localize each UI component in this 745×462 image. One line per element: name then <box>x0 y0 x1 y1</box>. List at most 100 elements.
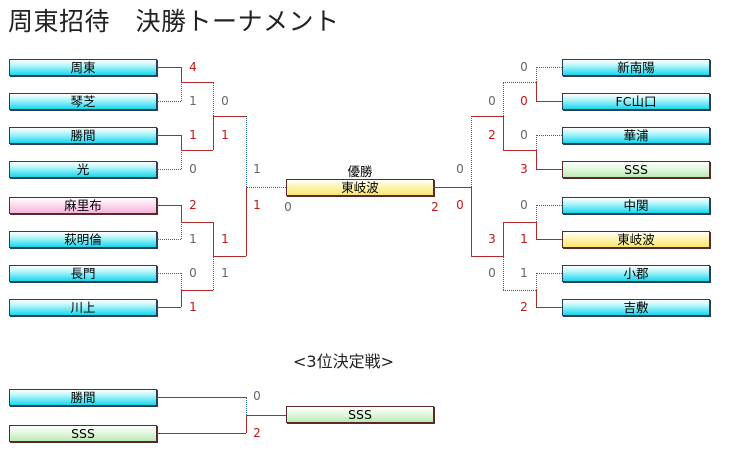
bracket-line <box>246 116 247 187</box>
bracket-line <box>213 116 246 117</box>
bracket-line <box>181 205 182 222</box>
third-team-1[interactable]: 勝間 <box>9 389 157 406</box>
third-place-heading: <3位決定戦> <box>293 352 394 371</box>
bracket-line <box>157 135 181 136</box>
bracket-line <box>213 82 214 116</box>
score: 0 <box>456 198 464 212</box>
team-left-7[interactable]: 長門 <box>9 265 157 282</box>
final-label: 優勝 <box>347 164 373 179</box>
bracket-line <box>471 187 472 256</box>
score: 0 <box>520 198 528 212</box>
bracket-line <box>503 82 504 116</box>
bracket-line <box>157 307 181 308</box>
team-left-8[interactable]: 川上 <box>9 299 157 316</box>
score: 1 <box>520 232 528 246</box>
bracket-line <box>246 397 247 415</box>
score: 0 <box>221 94 229 108</box>
team-left-2[interactable]: 琴芝 <box>9 93 157 110</box>
bracket-line <box>157 67 181 68</box>
bracket-line <box>536 150 537 169</box>
champion-box[interactable]: 東岐波 <box>286 179 434 196</box>
score: 1 <box>221 232 229 246</box>
score: 1 <box>189 128 197 142</box>
score: 1 <box>189 232 197 246</box>
score: 0 <box>520 60 528 74</box>
bracket-line <box>471 116 503 117</box>
bracket-line <box>181 67 182 82</box>
score: 0 <box>456 162 464 176</box>
score: 0 <box>253 389 261 403</box>
bracket-line <box>157 205 181 206</box>
score: 3 <box>488 232 496 246</box>
bracket-line <box>181 82 213 83</box>
third-team-2[interactable]: SSS <box>9 425 157 442</box>
team-left-1[interactable]: 周東 <box>9 59 157 76</box>
score: 0 <box>488 94 496 108</box>
bracket-line <box>536 290 537 307</box>
score: 0 <box>189 162 197 176</box>
score: 1 <box>221 266 229 280</box>
bracket-line <box>213 222 214 256</box>
team-right-1[interactable]: 新南陽 <box>562 59 710 76</box>
bracket-line <box>157 397 246 398</box>
score: 2 <box>253 426 261 440</box>
bracket-line <box>536 101 562 102</box>
page-title: 周東招待 決勝トーナメント <box>8 7 340 36</box>
bracket-line <box>246 187 286 188</box>
team-right-7[interactable]: 小郡 <box>562 265 710 282</box>
bracket-line <box>157 239 181 240</box>
team-right-3[interactable]: 華浦 <box>562 127 710 144</box>
score: 1 <box>189 94 197 108</box>
bracket-line <box>503 290 536 291</box>
bracket-line <box>181 290 213 291</box>
score: 0 <box>189 266 197 280</box>
bracket-line <box>536 67 537 82</box>
bracket-line <box>536 205 562 206</box>
final-score-right: 2 <box>431 200 439 214</box>
bracket-line <box>181 290 182 307</box>
bracket-line <box>536 307 562 308</box>
bracket-line <box>181 222 213 223</box>
bracket-line <box>471 256 503 257</box>
score: 0 <box>488 266 496 280</box>
team-right-2[interactable]: FC山口 <box>562 93 710 110</box>
team-right-4[interactable]: SSS <box>562 161 710 178</box>
score: 3 <box>520 162 528 176</box>
team-left-5[interactable]: 麻里布 <box>9 197 157 214</box>
team-left-6[interactable]: 萩明倫 <box>9 231 157 248</box>
bracket-line <box>433 187 471 188</box>
third-winner-box[interactable]: SSS <box>286 406 434 423</box>
bracket-line <box>503 256 504 290</box>
bracket-line <box>181 82 182 101</box>
score: 4 <box>189 60 197 74</box>
team-right-6[interactable]: 東岐波 <box>562 231 710 248</box>
score: 1 <box>520 266 528 280</box>
score: 1 <box>253 198 261 212</box>
bracket-line <box>536 82 537 101</box>
final-score-left: 0 <box>284 200 292 214</box>
bracket-line <box>536 273 562 274</box>
bracket-line <box>157 169 181 170</box>
team-left-3[interactable]: 勝間 <box>9 127 157 144</box>
bracket-line <box>157 101 181 102</box>
score: 1 <box>189 300 197 314</box>
team-left-4[interactable]: 光 <box>9 161 157 178</box>
bracket-line <box>536 273 537 290</box>
bracket-line <box>181 222 182 239</box>
bracket-line <box>536 67 562 68</box>
bracket-line <box>503 222 536 223</box>
score: 2 <box>488 128 496 142</box>
bracket-line <box>246 415 286 416</box>
bracket-line <box>246 187 247 256</box>
bracket-line <box>503 82 536 83</box>
team-right-5[interactable]: 中関 <box>562 197 710 214</box>
bracket-line <box>503 150 536 151</box>
bracket-line <box>181 135 182 150</box>
score: 2 <box>189 198 197 212</box>
bracket-line <box>181 273 182 290</box>
bracket-line <box>213 116 214 150</box>
team-right-8[interactable]: 吉敷 <box>562 299 710 316</box>
score: 2 <box>520 300 528 314</box>
bracket-line <box>536 169 562 170</box>
score: 1 <box>221 128 229 142</box>
